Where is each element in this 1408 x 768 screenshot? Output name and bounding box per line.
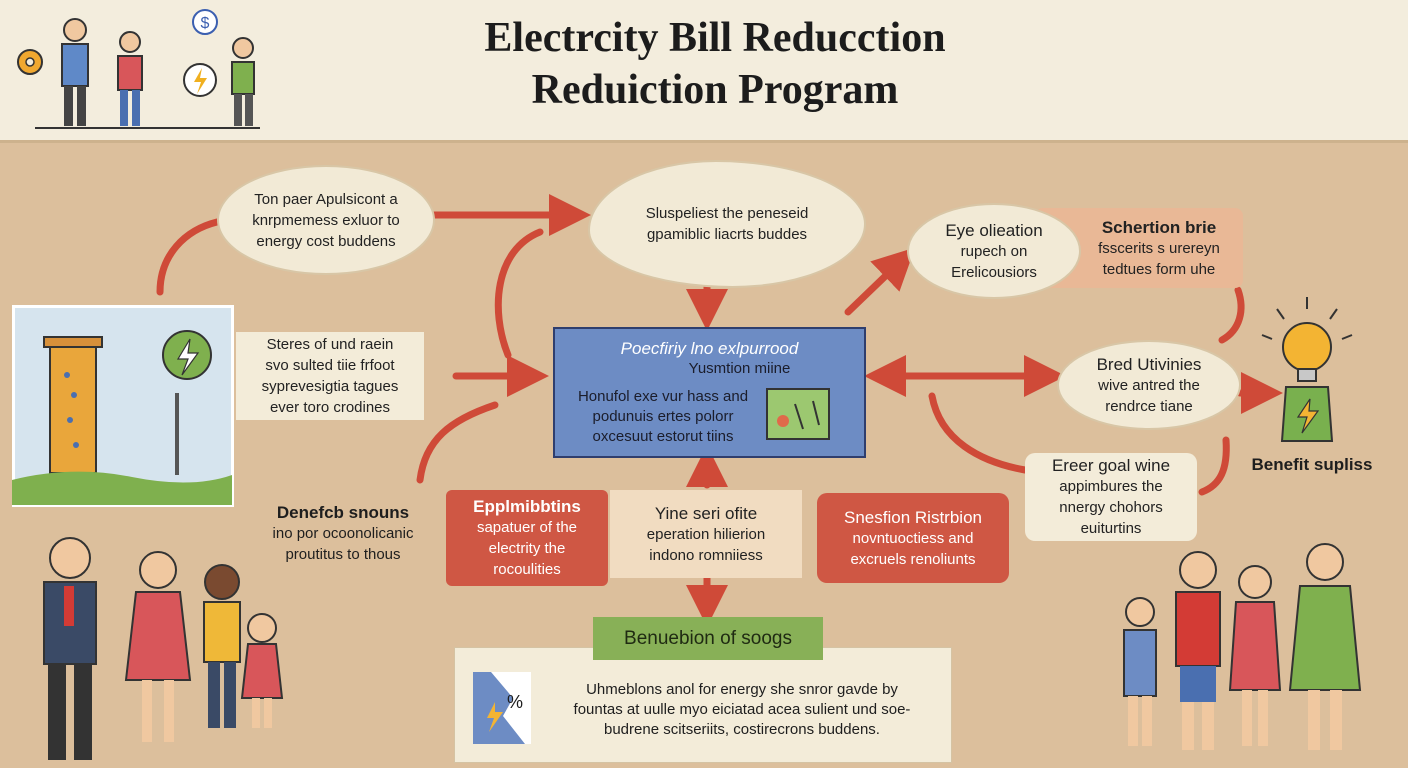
oval-top-right: Eye olieation rupech on Erelicousiors <box>907 203 1081 299</box>
header-people-illustration: $ <box>17 9 260 129</box>
oval-top-right-line-1: Eye olieation <box>945 220 1043 240</box>
box-bottom: % Uhmeblons anol for energy she snror ga… <box>454 647 952 763</box>
left-illustration <box>12 305 234 507</box>
child <box>240 613 284 728</box>
boy <box>1123 597 1157 746</box>
box-middle-peach: Yine seri ofite eperation hilierion indo… <box>610 490 802 578</box>
person-3 <box>231 37 255 126</box>
percent-icon-text: % <box>507 692 523 712</box>
red-left-line-2: sapatuer of the <box>476 519 578 536</box>
red-left-title: Epplmibbtins <box>473 497 581 516</box>
box-left-line-3: syprevesigtia tagues <box>261 378 399 395</box>
bottom-line-2: fountas at uulle myo eiciatad acea sulie… <box>573 701 911 718</box>
page-title: Electrcity Bill Reducction Reduiction Pr… <box>340 12 1090 116</box>
oval-top-center-line-2: gpamiblic liacrts buddes <box>646 226 808 243</box>
middle-peach-line-3: indono romniiess <box>649 546 763 564</box>
family-right-illustration <box>1123 543 1362 750</box>
svg-text:$: $ <box>201 15 210 32</box>
girl <box>1228 565 1282 746</box>
curve-blue-down-right <box>928 392 1029 474</box>
red-right-line-3: excruels renoliunts <box>850 550 976 568</box>
bottom-line-1: Uhmeblons anol for energy she snror gavd… <box>586 681 898 698</box>
battery-icon <box>1280 386 1334 442</box>
box-red-left: Epplmibbtins sapatuer of the electrity t… <box>446 490 608 586</box>
bottom-line-3: budrene scitseriits, costirecrons budden… <box>604 721 880 738</box>
peach-top-right-title: Schertion brie <box>1101 217 1217 237</box>
red-left-line-3: electrity the <box>488 540 566 557</box>
green-bar: Benuebion of soogs <box>593 617 823 660</box>
box-right-line-4: euiturtins <box>1080 520 1142 537</box>
percent-icon: % <box>473 672 531 744</box>
box-center-blue: Poecfiriy lno exlpurrood Yusmtion miine … <box>553 327 866 458</box>
box-left-line-4: ever toro crodines <box>269 399 391 416</box>
person-1 <box>61 18 89 126</box>
title-line-1: Electrcity Bill Reducction <box>484 15 946 61</box>
red-right-title: Snesfion Ristrbion <box>844 507 982 527</box>
curve-blue-to-oval <box>494 228 544 359</box>
dollar-coin-icon: $ <box>192 9 218 35</box>
box-right-line-1: Ereer goal wine <box>1051 456 1171 475</box>
curve-left-bottom <box>416 401 499 484</box>
light-bulb-icon <box>1282 322 1332 382</box>
oval-right: Bred Utivinies wive antred the rendrce t… <box>1057 340 1241 430</box>
meter-icon <box>766 388 830 440</box>
box-red-right: Snesfion Ristrbion novntuoctiess and exc… <box>817 493 1009 583</box>
teen <box>203 564 241 728</box>
gear-icon <box>17 49 43 75</box>
woman <box>124 551 192 742</box>
curve-peach-to-right <box>1218 286 1245 344</box>
left-label-title: Denefcb snouns <box>276 502 410 522</box>
benefit-label: Benefit supliss <box>1251 454 1373 474</box>
blue-line-5: oxcesuut estorut tiins <box>592 428 734 445</box>
family-left-illustration <box>43 537 284 760</box>
person-2 <box>117 31 143 126</box>
blue-line-4: podunuis ertes polorr <box>592 408 734 425</box>
box-right-line-2: appimbures the <box>1059 478 1163 495</box>
blue-line-3: Honufol exe vur hass and <box>577 388 749 405</box>
box-right-line-3: nnergy chohors <box>1059 499 1163 516</box>
oval-right-line-2: wive antred the <box>1098 376 1200 394</box>
man <box>43 537 97 760</box>
curve-left-up <box>156 218 221 296</box>
oval-top-center: Sluspeliest the peneseid gpamiblic liacr… <box>588 160 866 288</box>
mother <box>1288 543 1362 750</box>
curve-bulb-down <box>1198 436 1230 496</box>
red-left-line-4: rocoulities <box>493 561 561 578</box>
left-label-line-2: ino por ocoonolicanic <box>272 524 414 542</box>
left-label-line-3: proutitus to thous <box>285 545 401 563</box>
peach-top-right-line-2: fsscerits s urereyn <box>1098 239 1220 257</box>
oval-right-line-1: Bred Utivinies <box>1096 354 1202 374</box>
red-right-line-2: novntuoctiess and <box>852 529 974 547</box>
box-left-line-2: svo sulted tiie frfoot <box>265 357 395 374</box>
oval-top-left-line-1: Ton paer Apulsicont a <box>254 190 398 208</box>
oval-top-left-line-3: energy cost buddens <box>256 232 396 250</box>
arrow-blue-to-top-right <box>844 247 916 316</box>
oval-top-left: Ton paer Apulsicont a knrpmemess exluor … <box>217 165 435 275</box>
oval-top-center-line-1: Sluspeliest the peneseid <box>645 205 809 222</box>
middle-peach-line-2: eperation hilierion <box>646 525 766 543</box>
oval-top-right-line-2: rupech on <box>960 242 1028 260</box>
box-left-cream: Steres of und raein svo sulted tiie frfo… <box>236 332 424 420</box>
lightning-icon <box>162 330 212 380</box>
box-right-cream: Ereer goal wine appimbures the nnergy ch… <box>1025 453 1197 541</box>
middle-peach-title: Yine seri ofite <box>654 503 758 523</box>
peach-top-right-line-3: tedtues form uhe <box>1102 260 1216 278</box>
title-line-2: Reduiction Program <box>531 67 899 113</box>
oval-top-left-line-2: knrpmemess exluor to <box>252 211 400 229</box>
box-left-line-1: Steres of und raein <box>266 336 394 353</box>
blue-title: Poecfiriy lno exlpurrood <box>620 339 799 358</box>
bulb-battery-illustration <box>1261 297 1353 442</box>
oval-right-line-3: rendrce tiane <box>1105 397 1193 415</box>
oval-top-right-line-3: Erelicousiors <box>951 263 1037 281</box>
blue-line-2: Yusmtion miine <box>688 360 791 377</box>
lightning-icon <box>183 63 217 97</box>
father <box>1175 551 1221 750</box>
left-label: Denefcb snouns ino por ocoonolicanic pro… <box>248 503 438 563</box>
battery-tower <box>43 336 103 474</box>
